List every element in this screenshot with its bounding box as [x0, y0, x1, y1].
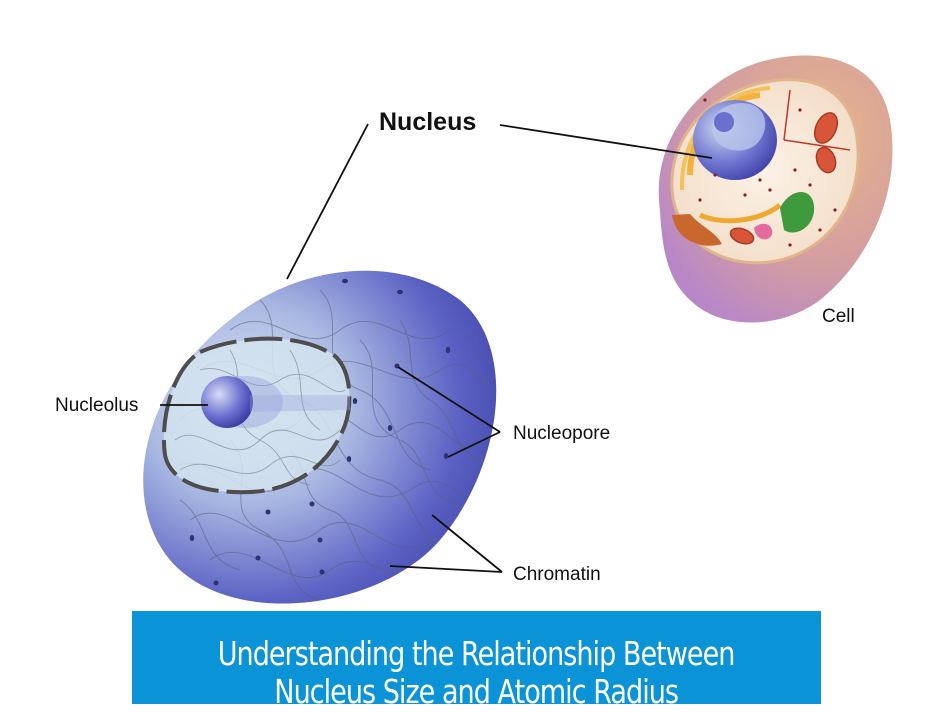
- nucleopore-label: Nucleopore: [513, 423, 610, 444]
- nucleus-label: Nucleus: [379, 108, 476, 136]
- mitochondrion: [815, 146, 837, 174]
- chromatin-leader-upper: [431, 514, 503, 573]
- cell-label: Cell: [822, 306, 855, 327]
- golgi-band: [698, 203, 782, 224]
- nucleopores: [189, 278, 451, 586]
- green-organelle: [780, 191, 815, 233]
- banner-title-line-2: Nucleus Size and Atomic Radius: [274, 672, 680, 705]
- chromatin-label: Chromatin: [513, 564, 601, 585]
- mitochondrion: [729, 227, 755, 245]
- ribosome-dots: [698, 98, 837, 247]
- cell-illustration: [658, 55, 893, 323]
- mitochondrion: [813, 112, 839, 144]
- nucleus-illustration: [143, 270, 497, 604]
- banner-title-line-1: Understanding the Relationship Between: [218, 634, 736, 673]
- nucleus-cutaway: [163, 338, 350, 493]
- cutaway-edge: [783, 139, 851, 151]
- nucleolus-label: Nucleolus: [55, 395, 138, 416]
- pink-organelle: [754, 223, 773, 240]
- cutaway-edge: [783, 89, 791, 141]
- nucleopore-leader-lower: [447, 431, 501, 458]
- rough-er: [672, 214, 722, 246]
- leader-lines: [160, 123, 713, 573]
- title-banner: Understanding the Relationship Between N…: [132, 611, 821, 704]
- nuclear-membrane-edge: [161, 336, 352, 495]
- chromatin-leader-lower: [389, 565, 503, 573]
- nucleus-leader-to-cell: [499, 124, 713, 159]
- nucleolus-trail: [250, 395, 350, 412]
- cell-nucleolus: [714, 112, 734, 132]
- nucleus-leader-to-big: [286, 123, 369, 280]
- nucleopore-leader-upper: [397, 366, 501, 433]
- nucleolus-body: [201, 376, 253, 428]
